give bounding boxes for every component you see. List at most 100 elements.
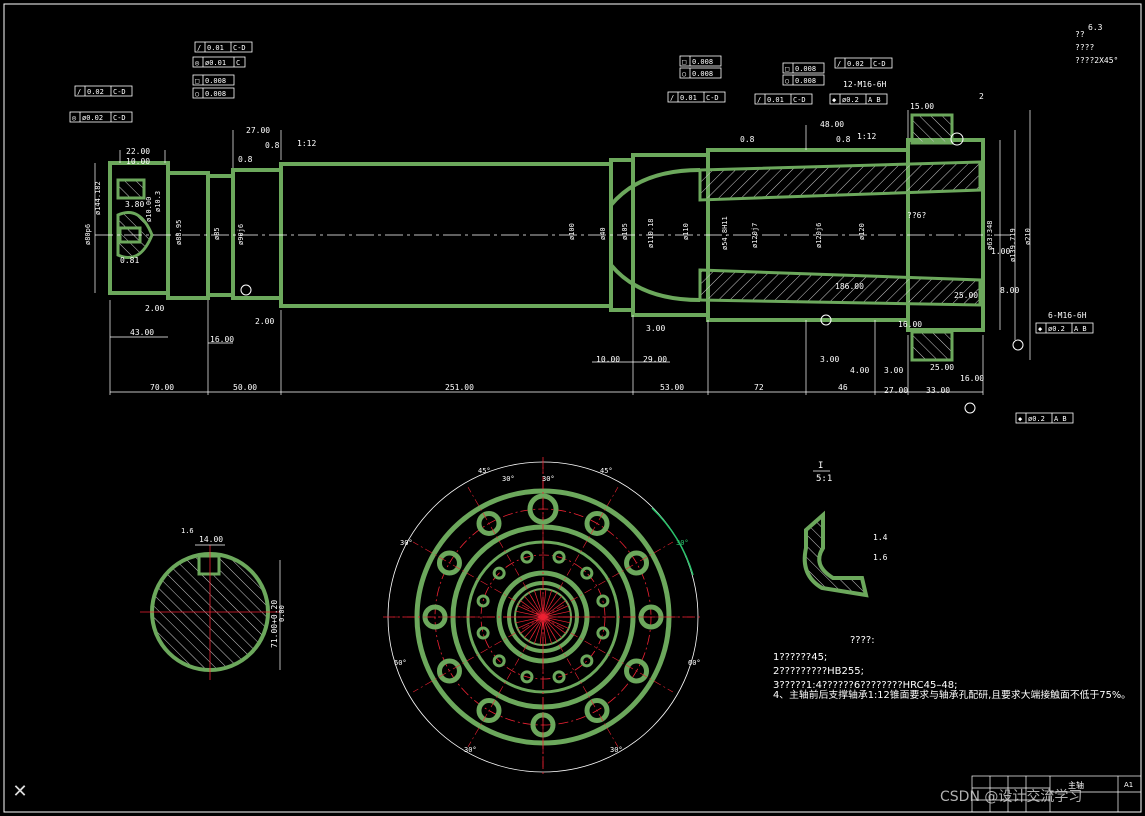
svg-text:○: ○ xyxy=(195,90,199,98)
close-icon[interactable]: ✕ xyxy=(12,781,28,802)
spline-line xyxy=(542,605,569,618)
tolerance-frame: □ 0.008 xyxy=(782,62,825,74)
bolt-hole xyxy=(584,510,610,536)
dim-label: 15.00 xyxy=(910,102,934,111)
bore-taper-line xyxy=(699,269,981,281)
dim-label: ø120j7 xyxy=(751,223,759,248)
dim-label: 6-M16-6H xyxy=(1048,311,1087,320)
spline-line xyxy=(515,610,544,618)
dim-label: ø80p6 xyxy=(84,224,92,245)
svg-text:0.01: 0.01 xyxy=(767,96,784,104)
spline-line xyxy=(542,589,547,618)
svg-text:□: □ xyxy=(785,65,789,73)
spline-line xyxy=(524,616,544,639)
svg-text:□: □ xyxy=(195,77,199,85)
flange-angle-labels: 45° 45° 30° 30° 30° 60° 30° 30° 60° 30° xyxy=(394,467,701,754)
extension-lines xyxy=(94,110,1031,395)
radial-line xyxy=(542,486,619,618)
tapped-hole xyxy=(552,550,566,564)
notes-line: 2?????????HB255; xyxy=(773,666,864,677)
title-sheet: A1 xyxy=(1124,781,1133,789)
tapped-hole xyxy=(520,550,534,564)
title-block xyxy=(971,775,1142,813)
svg-text:0.008: 0.008 xyxy=(795,65,816,73)
bolt-hole xyxy=(624,658,650,684)
angle-label: 30° xyxy=(464,746,477,754)
diameter-labels: ø80p6 ø144.182 ø10.00 ø10.3 ø88.95 ø85 ø… xyxy=(84,181,1032,262)
svg-text:0.02: 0.02 xyxy=(847,60,864,68)
dim-label: 72 xyxy=(754,383,764,392)
spline-line xyxy=(542,616,547,645)
dim-label: ø210 xyxy=(1024,228,1032,245)
radial-line xyxy=(542,616,674,693)
dim-label: 2 xyxy=(979,92,984,101)
spline-line xyxy=(542,616,566,634)
svg-text:C-D: C-D xyxy=(873,60,886,68)
bolt-hole xyxy=(476,510,502,536)
dim-label: 0.8 xyxy=(836,135,851,144)
radial-line xyxy=(467,486,544,618)
svg-text:A B: A B xyxy=(1054,415,1067,423)
svg-text:0.008: 0.008 xyxy=(795,77,816,85)
svg-text:ø0.01: ø0.01 xyxy=(205,59,226,67)
dim-label: 3.00 xyxy=(820,355,839,364)
radial-line xyxy=(542,616,619,748)
dim-label: ø105 xyxy=(621,223,629,240)
dim-label: ø139.719 xyxy=(1009,228,1017,262)
dim-label: 0.8 xyxy=(238,155,253,164)
svg-text:C-D: C-D xyxy=(113,88,126,96)
dim-label: 3.80 xyxy=(125,200,144,209)
dim-label: 3.00 xyxy=(646,324,665,333)
bolt-hole xyxy=(436,658,462,684)
dim-label: ø40 xyxy=(599,227,607,240)
bolt-hole xyxy=(527,493,559,525)
section-keyway xyxy=(197,554,221,576)
angle-label: 30° xyxy=(502,475,515,483)
svg-text:ø0.2: ø0.2 xyxy=(1048,325,1065,333)
bolt-hole xyxy=(436,550,462,576)
svg-text:A B: A B xyxy=(868,96,881,104)
tapped-hole xyxy=(552,670,566,684)
radial-line xyxy=(467,616,544,748)
bore-section xyxy=(116,113,982,362)
svg-text:◆: ◆ xyxy=(832,96,837,104)
svg-text:ø0.2: ø0.2 xyxy=(842,96,859,104)
spline-line xyxy=(520,616,544,634)
angle-label: 30° xyxy=(542,475,555,483)
bore-taper-curve xyxy=(609,168,701,302)
bolt-hole xyxy=(584,698,610,724)
spline-line xyxy=(539,589,544,618)
detail-view: I 5:1 1.4 1.6 xyxy=(802,461,888,598)
dim-label: 46 xyxy=(838,383,848,392)
bore-taper-line xyxy=(699,189,981,201)
dim-label: ??6? xyxy=(907,211,926,220)
dim-label: 0.81 xyxy=(120,256,139,265)
dim-label: ø110.18 xyxy=(647,218,655,248)
svg-text:◆: ◆ xyxy=(1038,325,1043,333)
svg-text:ø0.2: ø0.2 xyxy=(1028,415,1045,423)
tapped-hole xyxy=(492,566,506,580)
tolerance-frame: ○0.008 xyxy=(782,74,825,86)
spline-line xyxy=(542,616,569,629)
dim-label: 43.00 xyxy=(130,328,154,337)
svg-text:/: / xyxy=(77,88,81,96)
spline-line xyxy=(534,616,544,644)
datum-markers xyxy=(240,132,1024,414)
svg-text:C-D: C-D xyxy=(793,96,806,104)
dim-label: ø120j6 xyxy=(815,223,823,248)
flange-bolt-hole-bottom xyxy=(910,330,954,362)
tapped-hole xyxy=(476,626,490,640)
tolerance-frame: ◆ ø0.2 A B xyxy=(829,93,888,105)
dim-label: ø10.00 xyxy=(145,197,153,222)
detail-scale: 5:1 xyxy=(816,474,832,484)
tapped-hole xyxy=(580,654,594,668)
bolt-hole xyxy=(624,550,650,576)
svg-text:○: ○ xyxy=(682,70,686,78)
svg-text:0.01: 0.01 xyxy=(680,94,697,102)
notes-line: 4、主轴前后支撑轴承1:12锥面要求与轴承孔配研,且要求大端接触面不低于75%。 xyxy=(773,689,1131,701)
